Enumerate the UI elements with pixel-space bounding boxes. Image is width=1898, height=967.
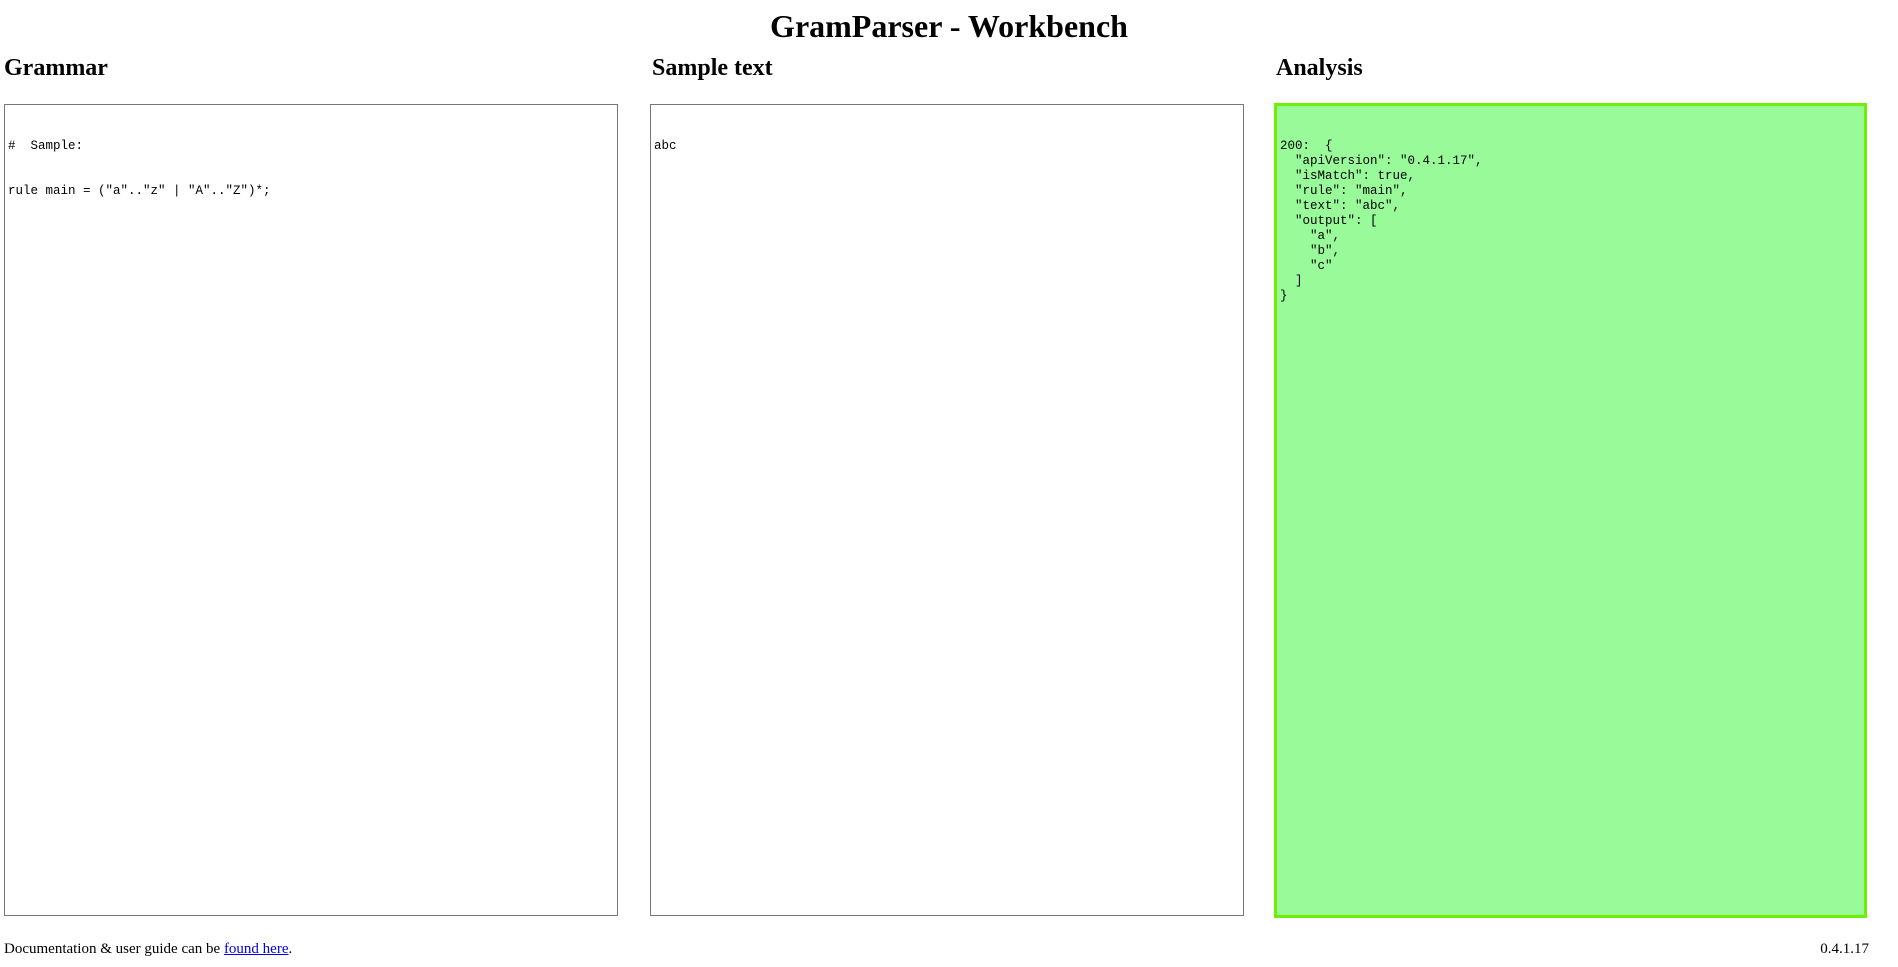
doc-prefix-text: Documentation & user guide can be <box>4 941 221 957</box>
analysis-result-text: 200: { "apiVersion": "0.4.1.17", "isMatc… <box>1280 139 1483 303</box>
documentation-link[interactable]: found here <box>223 941 289 957</box>
documentation-note: Documentation & user guide can be found … <box>4 939 292 959</box>
grammar-editor[interactable]: # Sample: rule main = ("a".."z" | "A".."… <box>4 104 618 916</box>
page-title: GramParser - Workbench <box>770 8 1128 44</box>
doc-suffix-text: . <box>288 941 293 957</box>
version-label: 0.4.1.17 <box>1820 941 1869 957</box>
sample-text-value: abc <box>654 139 677 153</box>
analysis-output[interactable]: 200: { "apiVersion": "0.4.1.17", "isMatc… <box>1274 103 1867 918</box>
resize-grip-icon[interactable] <box>1853 904 1863 914</box>
sample-text-editor[interactable]: abc <box>650 104 1244 916</box>
grammar-heading: Grammar <box>4 55 108 81</box>
resize-grip-icon[interactable] <box>1232 904 1242 914</box>
resize-grip-icon[interactable] <box>606 904 616 914</box>
grammar-line-comment: # Sample: <box>8 139 84 153</box>
analysis-heading: Analysis <box>1276 55 1363 81</box>
sample-text-heading: Sample text <box>652 55 773 81</box>
grammar-line-rule: rule main = ("a".."z" | "A".."Z")*; <box>8 184 271 198</box>
